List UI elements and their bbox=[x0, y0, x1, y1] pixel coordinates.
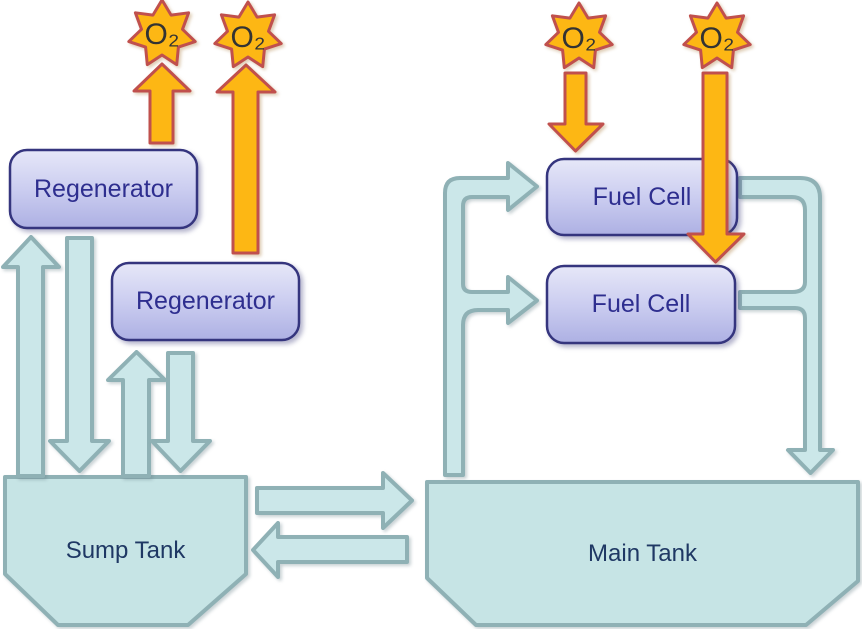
fuel-cell1-box bbox=[545, 157, 739, 237]
process-nodes bbox=[8, 148, 739, 345]
o2-star-regenerator1 bbox=[127, 0, 197, 67]
sump-to-regenerator1-arrow bbox=[1, 235, 61, 478]
flow-network bbox=[1, 161, 860, 627]
regenerator1-o2-out-arrow bbox=[132, 62, 192, 145]
o2-star-regenerator2 bbox=[213, 0, 283, 69]
fuel-cell2-box bbox=[545, 264, 737, 345]
main-tank-shape bbox=[425, 480, 860, 627]
fuel-cells-to-main-tank-pipe bbox=[738, 176, 835, 475]
main-tank-to-fuel-cells-pipe bbox=[443, 161, 539, 477]
regenerator2-to-sump-arrow bbox=[150, 351, 212, 473]
sump-to-main-arrow bbox=[255, 471, 414, 530]
regenerator2-box bbox=[110, 261, 301, 342]
o2-star-fuel-cell1 bbox=[544, 1, 614, 70]
sump-to-regenerator2-arrow bbox=[106, 350, 167, 478]
oxygen-flows bbox=[127, 0, 752, 264]
o2-in-fuel-cell2-arrow bbox=[686, 71, 746, 264]
regenerator1-to-sump-arrow bbox=[48, 236, 111, 473]
main-to-sump-arrow bbox=[251, 521, 409, 579]
regenerator2-o2-out-arrow bbox=[215, 63, 277, 255]
sump-tank-shape bbox=[3, 475, 248, 627]
o2-star-fuel-cell2 bbox=[682, 1, 752, 70]
o2-in-fuel-cell1-arrow bbox=[547, 71, 605, 153]
regenerator1-box bbox=[8, 148, 199, 230]
